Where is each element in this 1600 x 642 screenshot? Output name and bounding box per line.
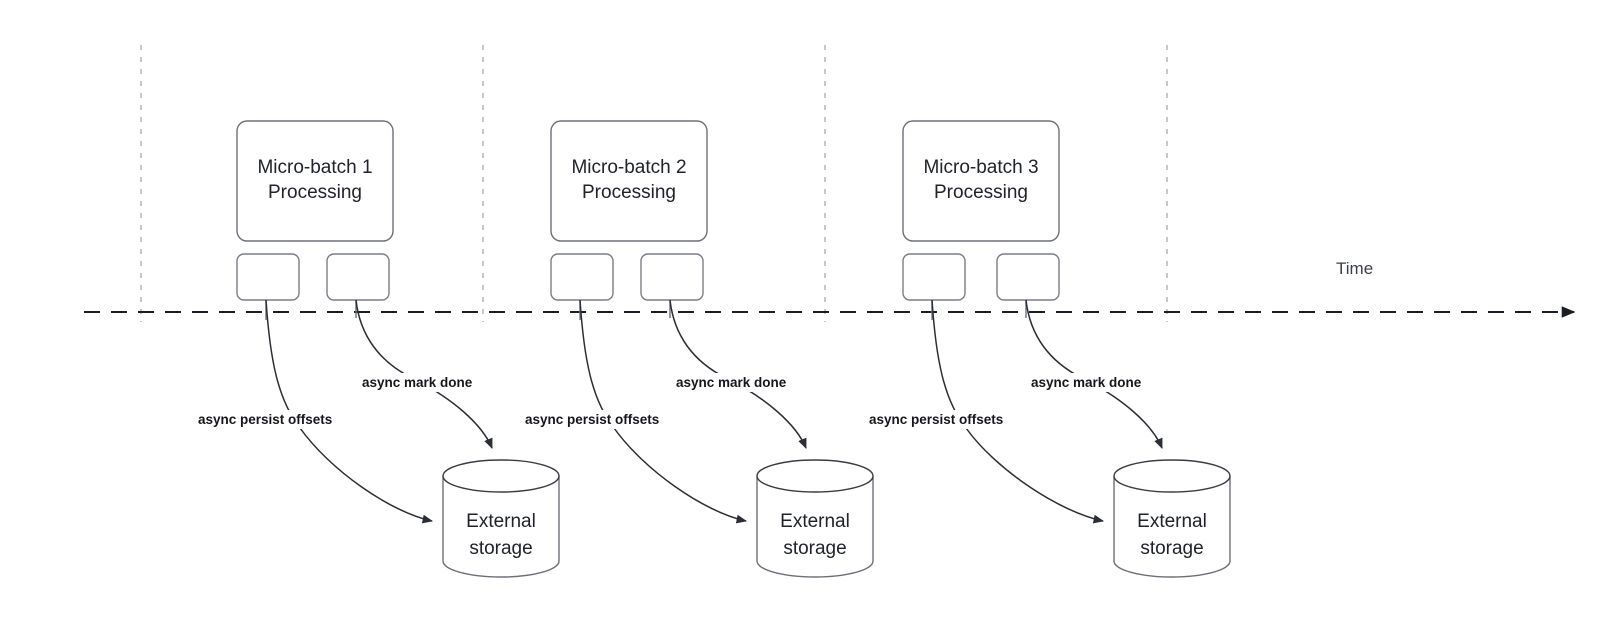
persist-offsets-label-3: async persist offsets — [869, 412, 1003, 427]
external-storage-2-label-line2: storage — [783, 538, 846, 559]
external-storage-3-body — [1113, 476, 1231, 578]
micro-batch-1-label-line2: Processing — [268, 182, 362, 203]
external-storage-1-top — [442, 459, 560, 493]
micro-batch-2-label-line2: Processing — [582, 182, 676, 203]
external-storage-1-label-line2: storage — [469, 538, 532, 559]
time-axis: Time — [84, 259, 1576, 318]
external-storage-2-body — [756, 476, 874, 578]
task-1b-box[interactable] — [326, 253, 390, 301]
external-storage-1-label-line1: External — [466, 511, 536, 532]
micro-batch-3-box[interactable] — [902, 120, 1060, 242]
external-storage-3-label-line1: External — [1137, 511, 1207, 532]
micro-batch-2-box[interactable] — [550, 120, 708, 242]
external-storage-3-top — [1113, 459, 1231, 493]
micro-batch-3-label-line2: Processing — [934, 182, 1028, 203]
external-storage-1-body — [442, 476, 560, 578]
task-3b-box[interactable] — [996, 253, 1060, 301]
external-storage-2-top — [756, 459, 874, 493]
mark-done-label-1: async mark done — [362, 375, 473, 390]
micro-batch-3-label-line1: Micro-batch 3 — [923, 157, 1038, 178]
mark-done-label-bg-2 — [672, 373, 812, 392]
group-2: Micro-batch 2 Processing async persist o… — [521, 120, 874, 578]
mark-done-label-2: async mark done — [676, 375, 787, 390]
external-storage-3-label-line2: storage — [1140, 538, 1203, 559]
mark-done-label-bg-1 — [358, 373, 498, 392]
persist-offsets-label-bg-1 — [194, 410, 374, 429]
time-axis-label: Time — [1336, 259, 1373, 278]
external-storage-2-label-line1: External — [780, 511, 850, 532]
micro-batch-2-label-line1: Micro-batch 2 — [571, 157, 686, 178]
task-3a-box[interactable] — [902, 253, 966, 301]
mark-done-label-bg-3 — [1027, 373, 1167, 392]
task-2b-box[interactable] — [640, 253, 704, 301]
persist-offsets-label-bg-2 — [521, 410, 701, 429]
persist-offsets-label-bg-3 — [865, 410, 1045, 429]
external-storage-2[interactable]: External storage — [756, 459, 874, 578]
external-storage-1[interactable]: External storage — [442, 459, 560, 578]
task-1a-box[interactable] — [236, 253, 300, 301]
external-storage-3[interactable]: External storage — [1113, 459, 1231, 578]
group-3: Micro-batch 3 Processing async persist o… — [865, 120, 1231, 578]
persist-offsets-label-2: async persist offsets — [525, 412, 659, 427]
micro-batch-1-label-line1: Micro-batch 1 — [257, 157, 372, 178]
micro-batch-1-box[interactable] — [236, 120, 394, 242]
boundary-dividers — [140, 45, 1168, 322]
group-1: Micro-batch 1 Processing async persist o… — [194, 120, 560, 578]
persist-offsets-label-1: async persist offsets — [198, 412, 332, 427]
task-2a-box[interactable] — [550, 253, 614, 301]
mark-done-label-3: async mark done — [1031, 375, 1142, 390]
